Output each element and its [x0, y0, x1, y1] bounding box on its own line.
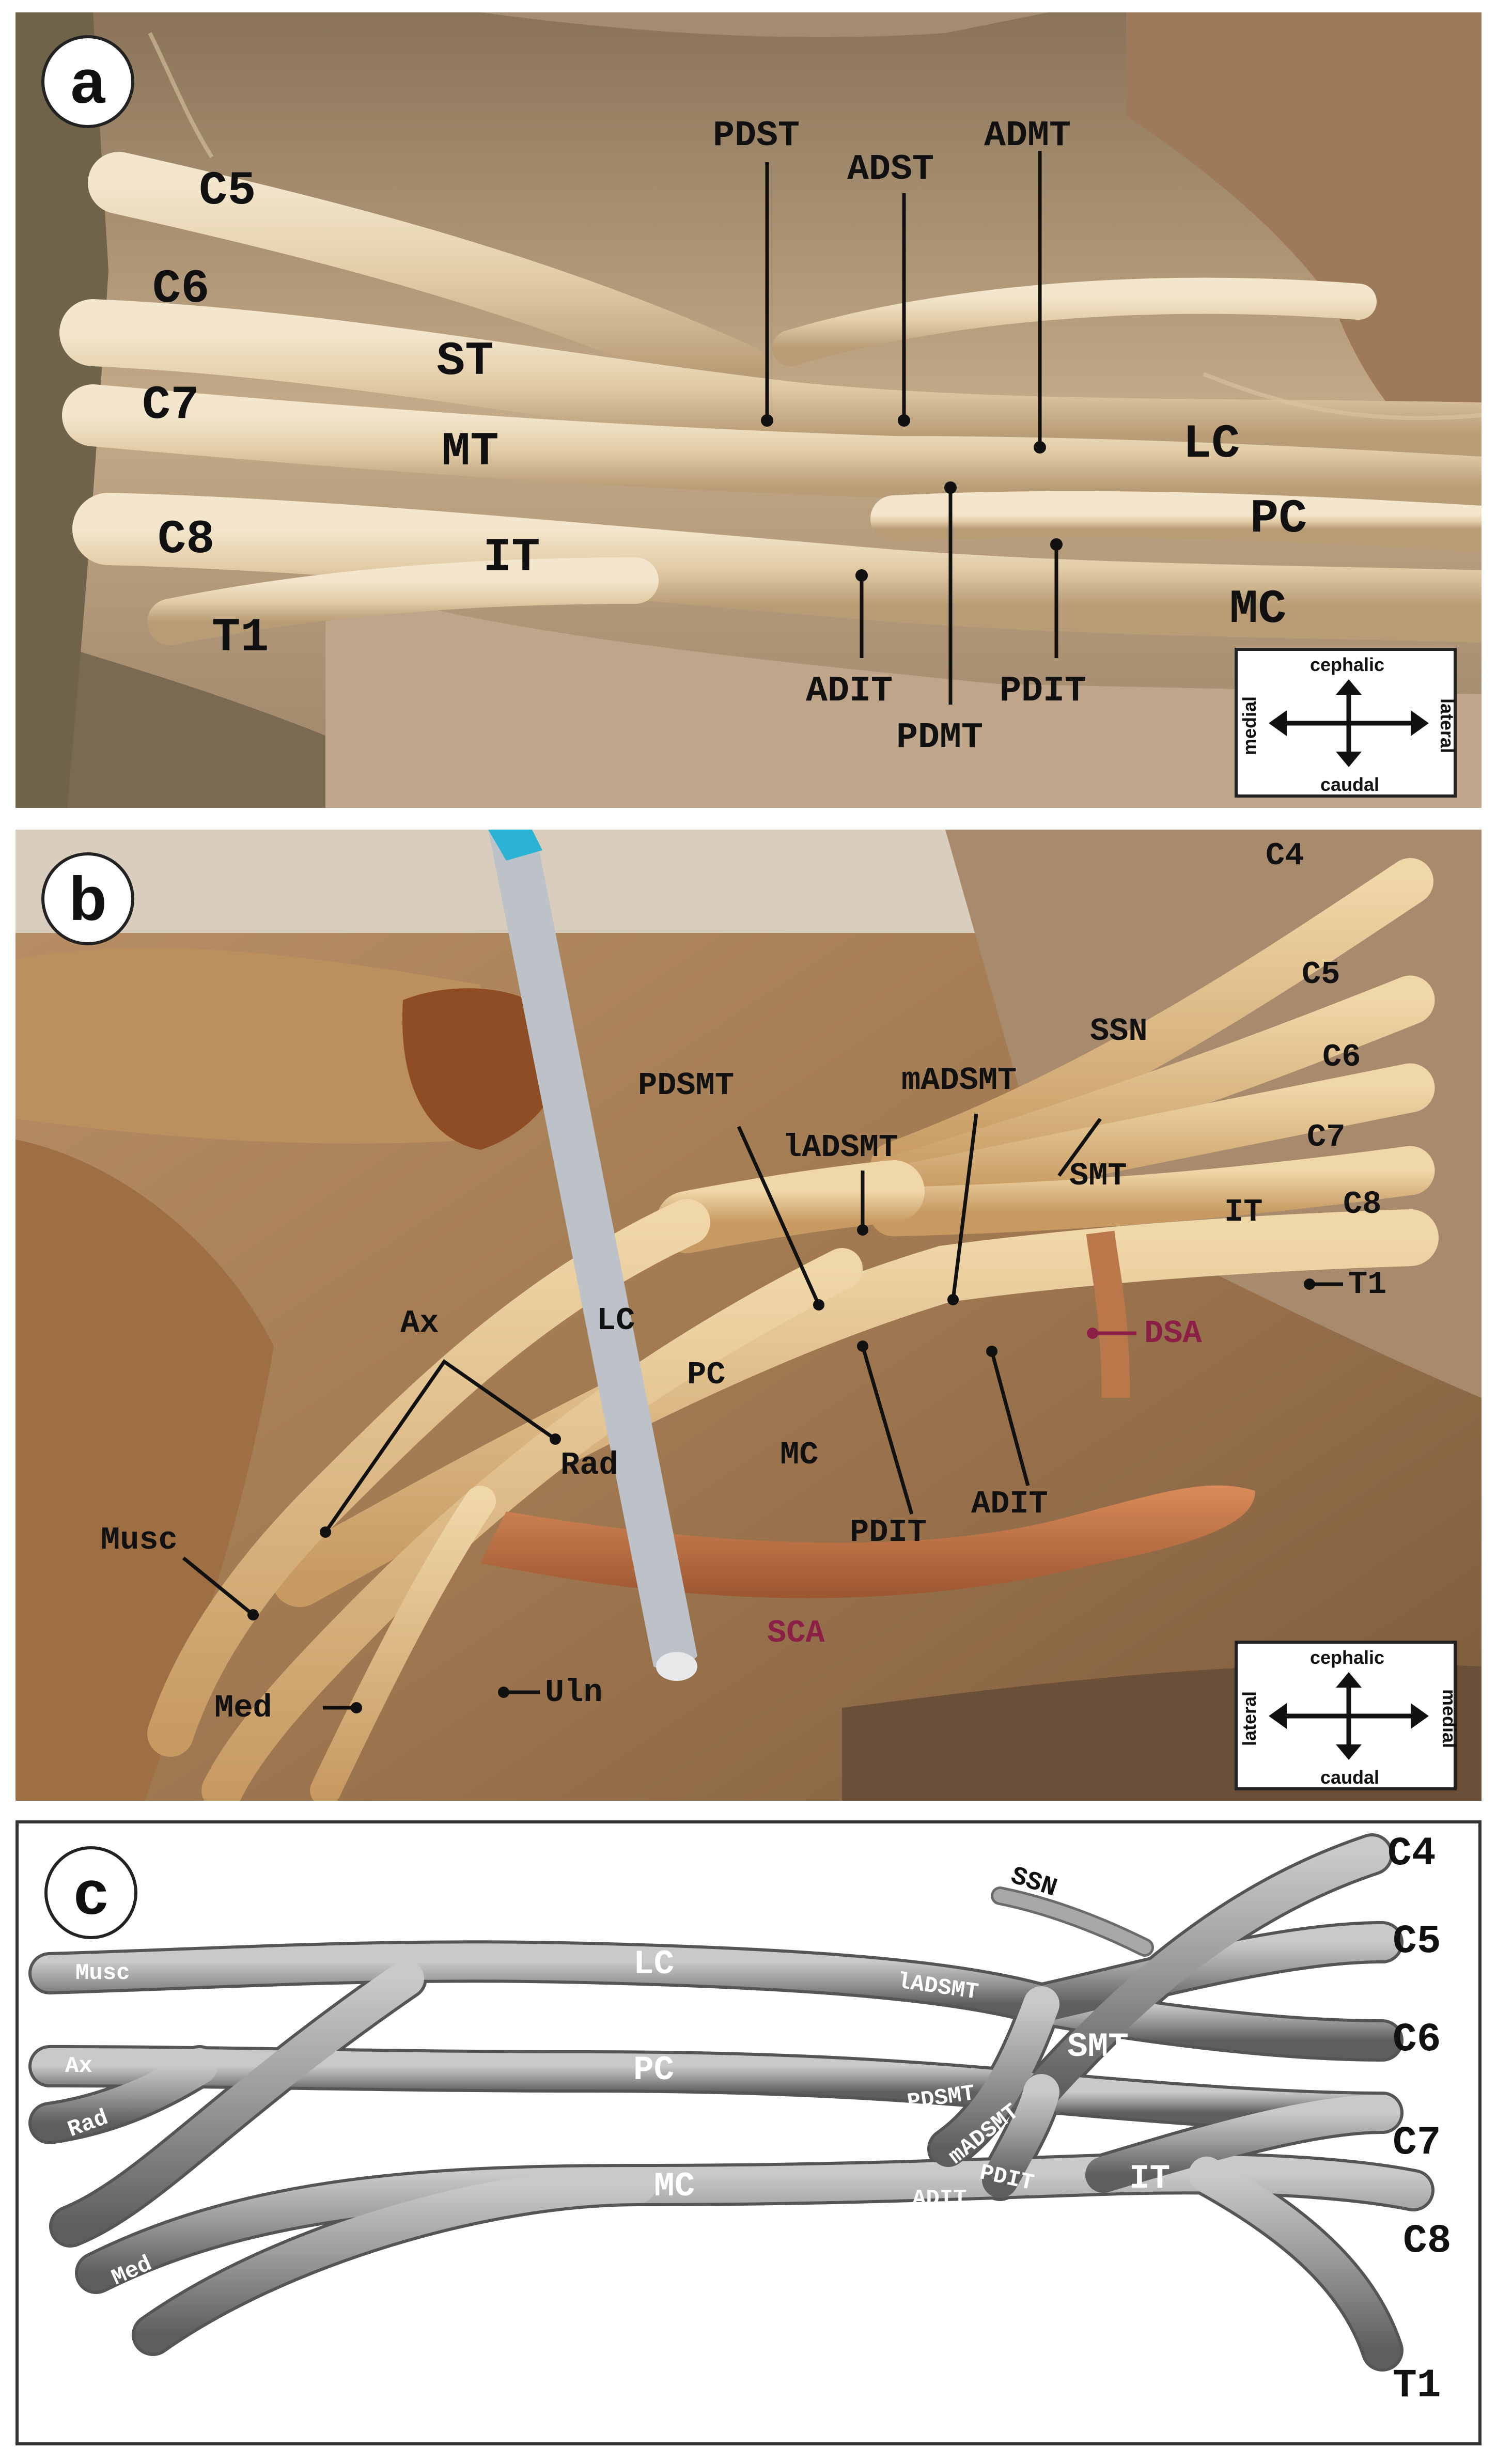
nerve-radial	[32, 2048, 217, 2141]
leader-lines-b	[182, 1113, 1343, 1713]
nerve-root-c4	[1023, 1836, 1390, 2110]
nerve-root-t1	[1189, 2157, 1400, 2368]
compass-bottom-b: caudal	[1320, 1767, 1380, 1788]
label-adit: ADIT	[912, 2186, 967, 2212]
compass-top-b: cephalic	[1310, 1647, 1385, 1668]
dissection-photo-a	[15, 12, 1482, 808]
label-ssn: SSN	[1090, 1013, 1148, 1050]
label-c7: C7	[1393, 2120, 1441, 2166]
label-mc: MC	[1229, 582, 1287, 636]
label-mt: MT	[442, 425, 499, 479]
label-adst: ADST	[847, 149, 934, 190]
label-adit: ADIT	[971, 1486, 1048, 1522]
compass-left-a: medial	[1239, 696, 1260, 756]
plexus-schematic	[28, 1833, 1434, 2372]
leader-line-ssn	[1057, 1117, 1102, 1177]
leader-line-musc	[182, 1556, 255, 1616]
label-t1: T1	[1348, 1266, 1387, 1303]
compass-arrows-b	[1269, 1672, 1429, 1760]
label-med: Med	[214, 1690, 272, 1726]
label-c6: C6	[1393, 2017, 1441, 2063]
panel-a-badge: a	[41, 35, 134, 128]
label-pc: PC	[633, 2051, 675, 2089]
label-ladsmt: lADSMT	[783, 1129, 898, 1166]
label-c6: C6	[152, 262, 210, 316]
leader-line-ax	[324, 1359, 557, 1534]
compass-arrows-a	[1269, 679, 1429, 767]
leader-lines-a	[761, 151, 1063, 705]
label-lc: LC	[633, 1945, 675, 1984]
label-pdmt: PDMT	[896, 718, 984, 758]
label-sca: SCA	[767, 1615, 825, 1651]
leader-line-pdit	[861, 1346, 914, 1515]
label-t1: T1	[1393, 2363, 1441, 2409]
label-lc: LC	[1183, 417, 1240, 471]
orientation-compass-b: cephalic caudal lateral medial	[1235, 1641, 1460, 1790]
label-uln: Uln	[545, 1674, 603, 1711]
label-pdsmt: PDSMT	[638, 1067, 735, 1104]
label-c5: C5	[1302, 956, 1340, 993]
label-smt: SMT	[1067, 2028, 1129, 2066]
label-mc: MC	[780, 1437, 819, 1473]
compass-bottom-a: caudal	[1320, 774, 1380, 795]
label-dsa: DSA	[1144, 1315, 1202, 1352]
nerve-root-c8	[1085, 2095, 1400, 2193]
label-t1: T1	[212, 611, 269, 665]
label-pdit: PDIT	[850, 1514, 927, 1551]
label-musc: Musc	[75, 1960, 130, 1986]
label-adit: ADIT	[806, 671, 893, 712]
leader-line-adit	[990, 1351, 1030, 1486]
leader-line-pdsmt	[737, 1126, 821, 1306]
label-mc: MC	[654, 2167, 695, 2206]
label-pc: PC	[1250, 492, 1307, 546]
label-admt: ADMT	[984, 116, 1071, 157]
label-c8: C8	[158, 512, 215, 567]
label-lc: LC	[597, 1302, 635, 1339]
panel-c-schematic: c C4 C5 C6 C7 C8 T1 SSN Musc LC lADSMT S…	[15, 1820, 1482, 2445]
nerve-medial-cord	[78, 2155, 1431, 2291]
panel-b-photo: b C4 C5 C6 C7 C8 T1 SSN mADSMT PDSMT lAD…	[15, 830, 1482, 1801]
label-smt: SMT	[1069, 1158, 1127, 1194]
label-c4: C4	[1266, 837, 1304, 874]
label-c7: C7	[142, 378, 199, 432]
label-musc: Musc	[101, 1522, 178, 1558]
label-rad: Rad	[560, 1447, 618, 1484]
compass-right-b: medial	[1439, 1689, 1460, 1749]
label-pc: PC	[687, 1356, 726, 1393]
nerve-lateral-cord	[32, 1943, 1059, 2022]
label-it: IT	[1129, 2159, 1171, 2198]
label-ax: Ax	[65, 2053, 92, 2079]
panel-c-badge: c	[44, 1846, 137, 1939]
compass-left-b: lateral	[1239, 1691, 1260, 1746]
label-c6: C6	[1322, 1039, 1361, 1075]
orientation-compass-a: cephalic caudal medial lateral	[1235, 648, 1458, 798]
nerve-pdit	[982, 2074, 1059, 2198]
leader-line-madsmt	[951, 1113, 978, 1300]
label-ax: Ax	[400, 1305, 439, 1342]
label-c5: C5	[199, 164, 256, 218]
label-c8: C8	[1343, 1186, 1382, 1223]
nerve-bodies	[32, 1836, 1431, 2368]
panel-a-photo: a C5 C6 C7 C8 T1 ST MT IT PDST ADST ADMT…	[15, 12, 1482, 808]
label-pdit: PDIT	[1000, 671, 1087, 712]
nerve-ulnar	[135, 2167, 657, 2353]
compass-top-a: cephalic	[1310, 654, 1385, 675]
nerve-madsmt	[930, 1986, 1059, 2167]
label-pdst: PDST	[713, 116, 800, 157]
nerve-root-c5	[1023, 1924, 1400, 2022]
label-it: IT	[1224, 1194, 1263, 1230]
nerve-median	[52, 1960, 424, 2244]
label-madsmt: mADSMT	[901, 1062, 1017, 1099]
panel-b-badge: b	[41, 852, 134, 945]
label-c8: C8	[1403, 2219, 1452, 2264]
label-c4: C4	[1387, 1831, 1436, 1877]
label-c7: C7	[1307, 1119, 1346, 1156]
nerve-root-c6	[1023, 1986, 1400, 2058]
label-c5: C5	[1393, 1919, 1441, 1964]
dissection-photo-b	[15, 830, 1482, 1801]
compass-right-a: lateral	[1437, 698, 1458, 754]
label-st: ST	[436, 334, 494, 388]
label-it: IT	[483, 531, 540, 585]
